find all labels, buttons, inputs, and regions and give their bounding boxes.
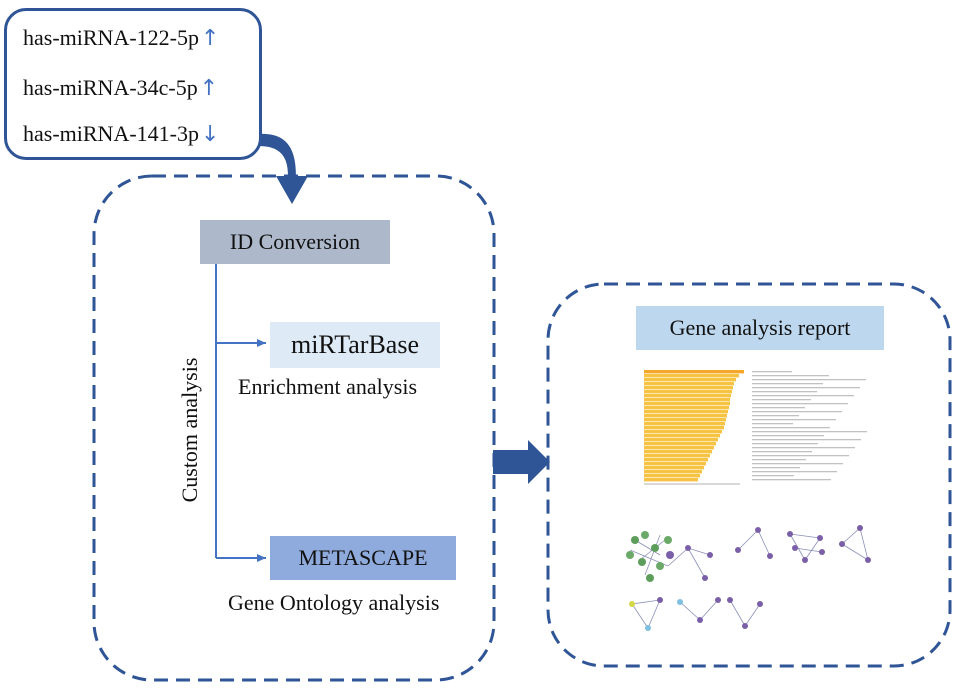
enrichment-bar — [644, 474, 700, 478]
gene-ontology-label: Gene Ontology analysis — [228, 590, 440, 615]
enrichment-bar — [644, 430, 722, 434]
enrichment-bar — [644, 470, 702, 474]
enrichment-bar — [644, 410, 728, 414]
mirna-name: has-miRNA-122-5p — [23, 25, 199, 50]
mirna-name: has-miRNA-141-3p — [23, 121, 199, 146]
enrichment-bar — [644, 386, 733, 390]
enrichment-bar — [644, 394, 731, 398]
id-conversion-box: ID Conversion — [200, 220, 390, 264]
enrichment-bar — [644, 466, 704, 470]
gene-analysis-report-title: Gene analysis report — [636, 306, 884, 350]
enrichment-bar — [644, 434, 720, 438]
enrichment-bar — [644, 398, 730, 402]
down-arrow-icon: ↓ — [200, 121, 220, 147]
enrichment-chart-thumbnail — [640, 366, 890, 494]
enrichment-bar — [644, 382, 734, 386]
enrichment-bar — [644, 454, 710, 458]
mirna-list-box: has-miRNA-122-5p ↑ has-miRNA-34c-5p ↑ ha… — [4, 8, 262, 160]
enrichment-bar — [644, 406, 729, 410]
mirna-name: has-miRNA-34c-5p — [23, 75, 198, 100]
enrichment-bar — [644, 458, 708, 462]
enrichment-term-labels — [752, 371, 867, 481]
enrichment-bar — [644, 442, 716, 446]
enrichment-bar — [644, 438, 718, 442]
enrichment-bar — [644, 422, 725, 426]
mirna-item: has-miRNA-122-5p ↑ — [23, 25, 219, 51]
enrichment-bar — [644, 374, 739, 378]
enrichment-bar — [644, 414, 727, 418]
enrichment-bar — [644, 426, 724, 430]
mirtarbase-box: miRTarBase — [270, 322, 440, 368]
enrichment-bar — [644, 418, 726, 422]
enrichment-bar — [644, 402, 730, 406]
enrichment-bar — [644, 446, 714, 450]
curved-arrow-icon — [258, 133, 308, 204]
mirna-item: has-miRNA-141-3p ↓ — [23, 121, 219, 147]
up-arrow-icon: ↑ — [200, 25, 220, 51]
metascape-box: METASCAPE — [270, 536, 456, 580]
up-arrow-icon: ↑ — [199, 75, 219, 101]
enrichment-bar — [644, 450, 712, 454]
enrichment-bar — [644, 462, 706, 466]
enrichment-bar — [644, 390, 732, 394]
report-panel — [546, 282, 952, 668]
block-arrow-right-icon — [493, 440, 550, 484]
enrichment-bar — [644, 378, 736, 382]
network-thumbnail — [626, 525, 871, 631]
enrichment-bars — [644, 370, 744, 482]
enrichment-bar — [644, 370, 744, 374]
enrichment-bar — [644, 478, 698, 482]
custom-analysis-label: Custom analysis — [177, 357, 202, 503]
enrichment-analysis-label: Enrichment analysis — [238, 374, 418, 399]
mirna-item: has-miRNA-34c-5p ↑ — [23, 75, 218, 101]
